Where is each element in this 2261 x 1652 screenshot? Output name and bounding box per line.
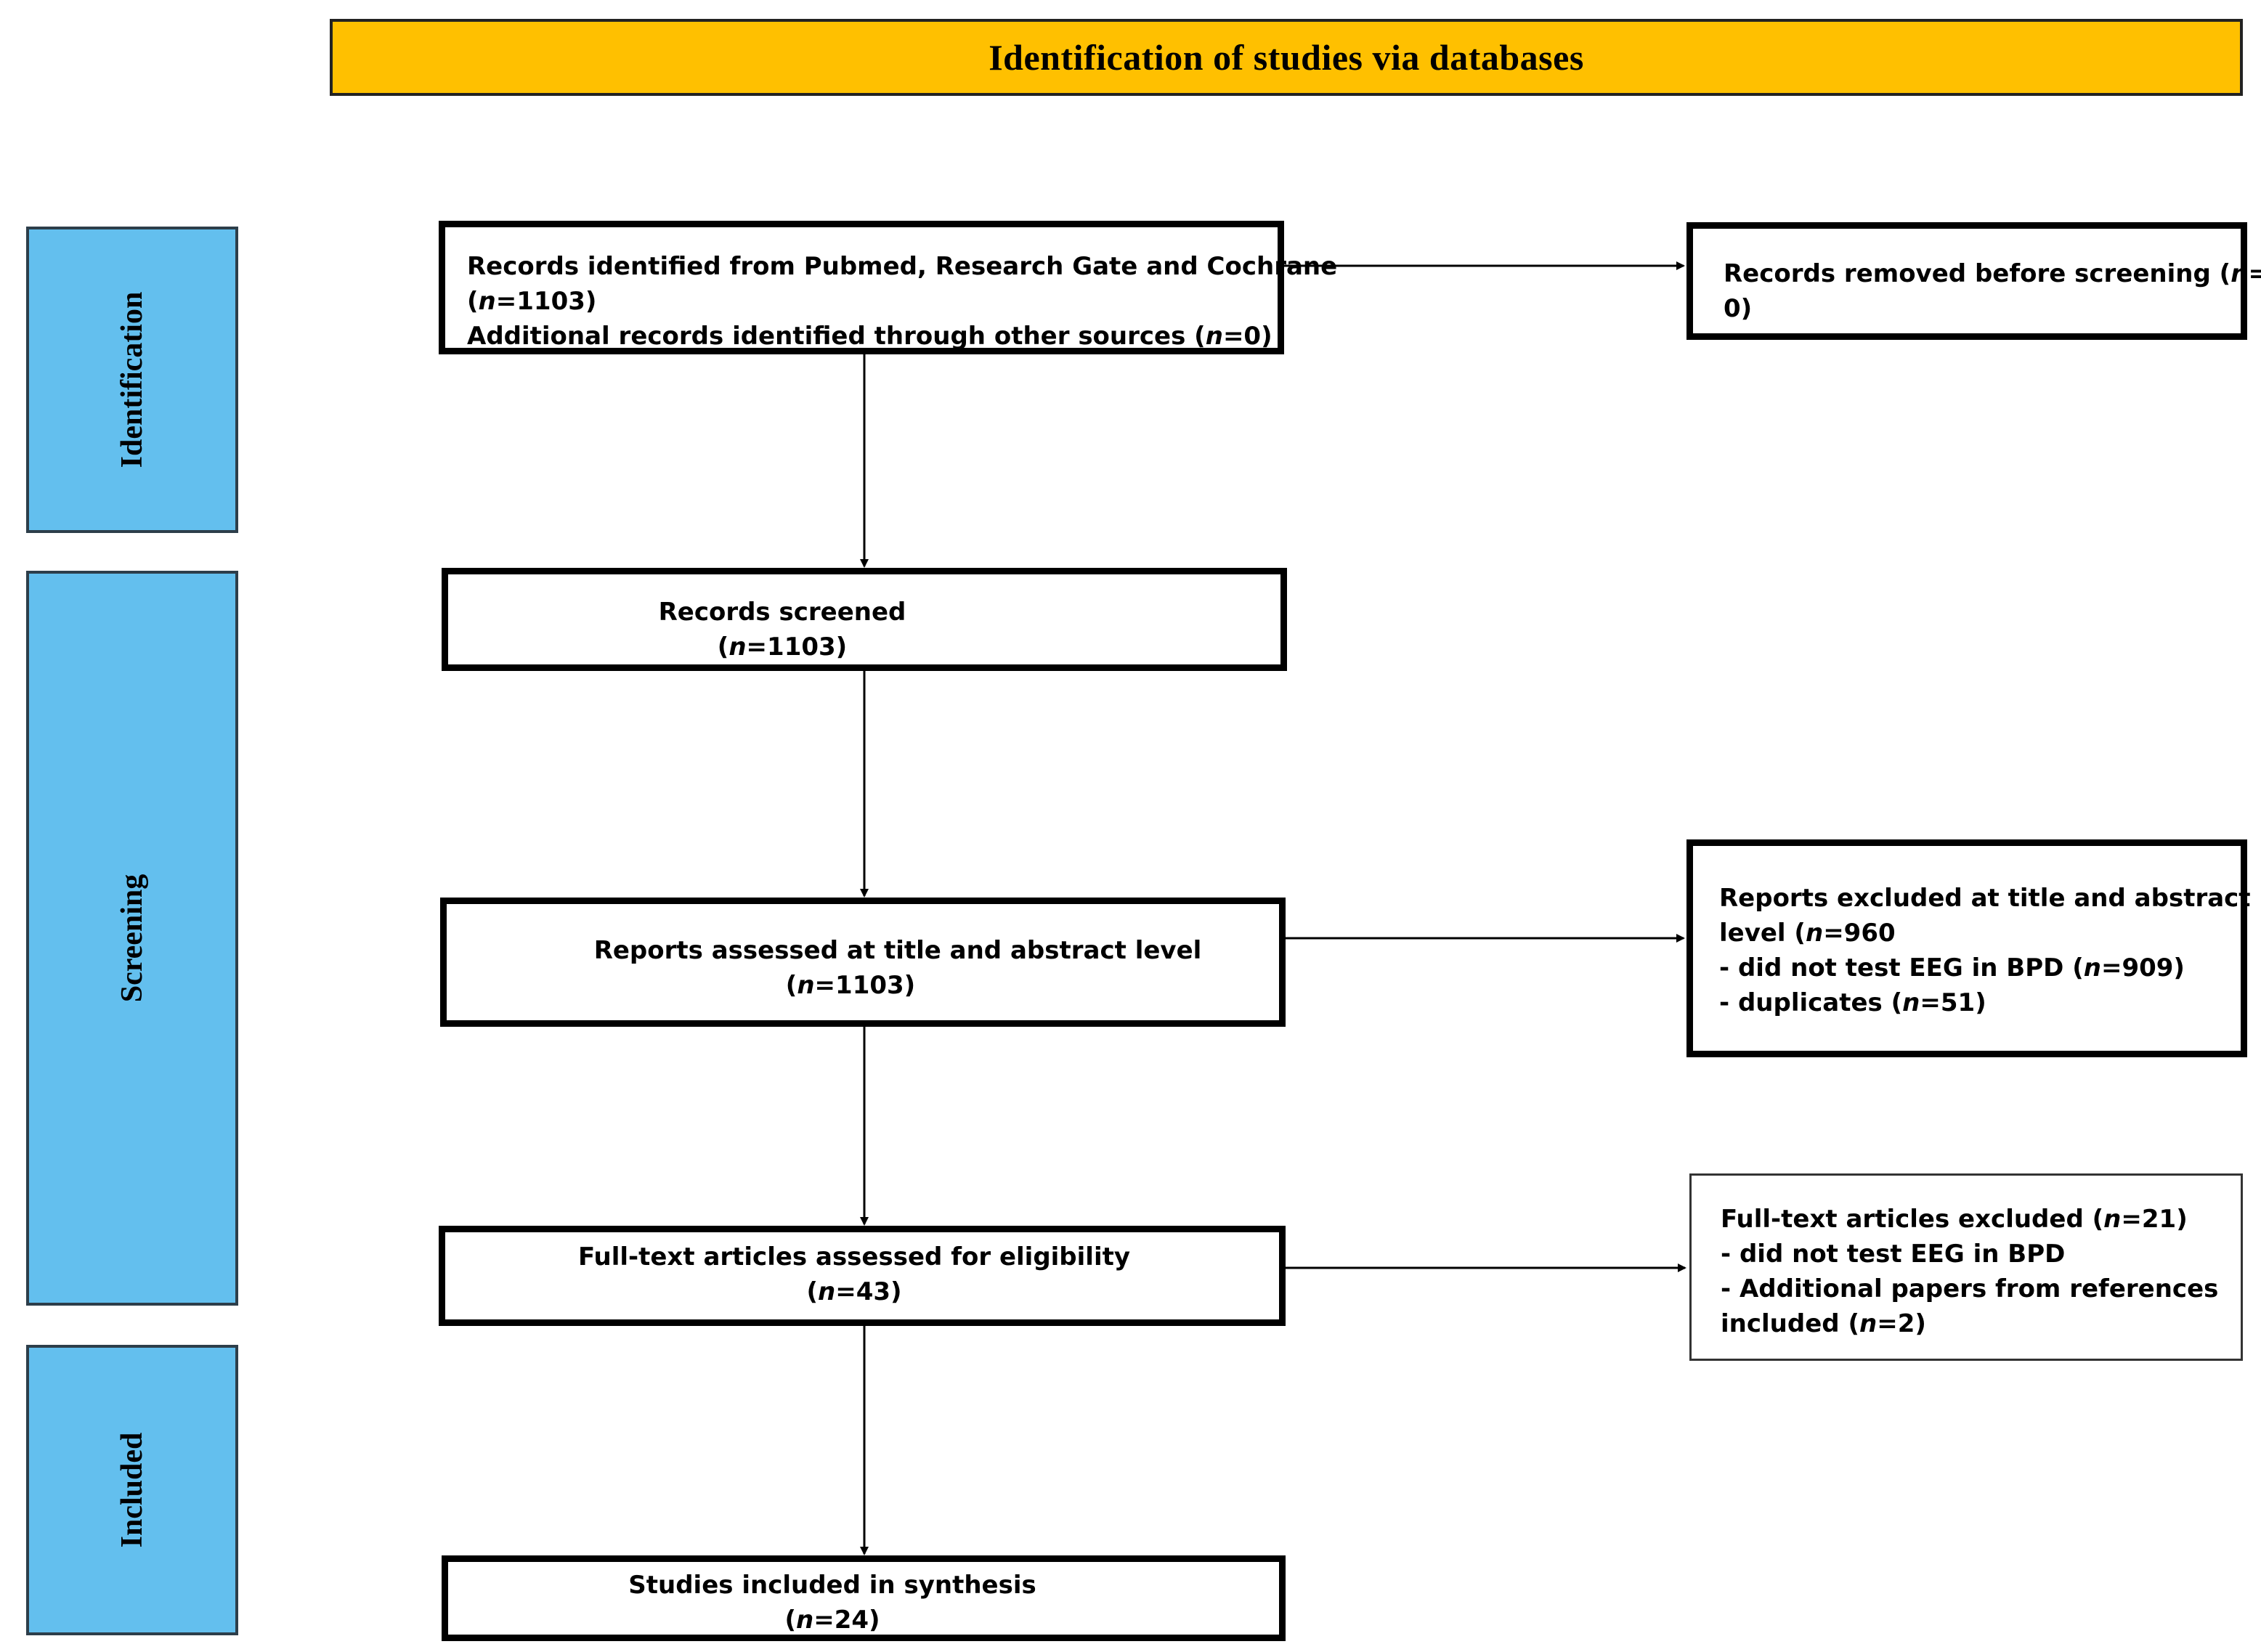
fulltext-excluded-line1: Full-text articles excluded (n=21) — [1721, 1205, 2188, 1234]
stage-identification: Identification — [26, 227, 238, 533]
fulltext-excluded-line3: - Additional papers from references — [1721, 1274, 2219, 1303]
header-bar: Identification of studies via databases — [330, 19, 2243, 96]
records-removed-line2: 0) — [1724, 294, 1753, 323]
reports-assessed-line1: Reports assessed at title and abstract l… — [593, 936, 1202, 965]
reports-assessed-box: Reports assessed at title and abstract l… — [440, 898, 1286, 1027]
records-identified-line3: Additional records identified through ot… — [467, 322, 1272, 351]
studies-included-line2: (n=24) — [784, 1606, 880, 1635]
stage-included: Included — [26, 1345, 238, 1635]
fulltext-excluded-line4: included (n=2) — [1721, 1309, 1926, 1338]
records-removed-line1: Records removed before screening (n= — [1724, 259, 2261, 288]
reports-excluded-line4: - duplicates (n=51) — [1719, 988, 1986, 1017]
records-removed-box: Records removed before screening (n= 0) — [1686, 222, 2261, 340]
records-screened-line2: (n=1103) — [717, 632, 848, 662]
studies-included-box: Studies included in synthesis (n=24) — [442, 1555, 1286, 1641]
fulltext-excluded-box: Full-text articles excluded (n=21) - did… — [1689, 1173, 2243, 1361]
reports-excluded-line2: level (n=960 — [1719, 919, 1896, 948]
fulltext-assessed-box: Full-text articles assessed for eligibil… — [439, 1226, 1286, 1326]
records-identified-box: Records identified from Pubmed, Research… — [439, 221, 1338, 354]
records-identified-line1: Records identified from Pubmed, Research… — [467, 252, 1338, 281]
records-identified-line2: (n=1103) — [467, 287, 597, 316]
records-screened-box: Records screened (n=1103) — [442, 568, 1287, 671]
studies-included-line1: Studies included in synthesis — [628, 1571, 1036, 1600]
diagram-title: Identification of studies via databases — [989, 37, 1584, 78]
reports-excluded-box: Reports excluded at title and abstract l… — [1686, 839, 2251, 1057]
fulltext-excluded-line2: - did not test EEG in BPD — [1721, 1240, 2066, 1269]
fulltext-assessed-line1: Full-text articles assessed for eligibil… — [577, 1242, 1131, 1271]
reports-excluded-line3: - did not test EEG in BPD (n=909) — [1719, 953, 2185, 982]
fulltext-assessed-line2: (n=43) — [806, 1277, 902, 1306]
reports-excluded-line1: Reports excluded at title and abstract — [1719, 884, 2251, 913]
reports-assessed-line2: (n=1103) — [785, 971, 916, 1000]
records-screened-line1: Records screened — [658, 598, 906, 627]
stage-screening: Screening — [26, 571, 238, 1306]
